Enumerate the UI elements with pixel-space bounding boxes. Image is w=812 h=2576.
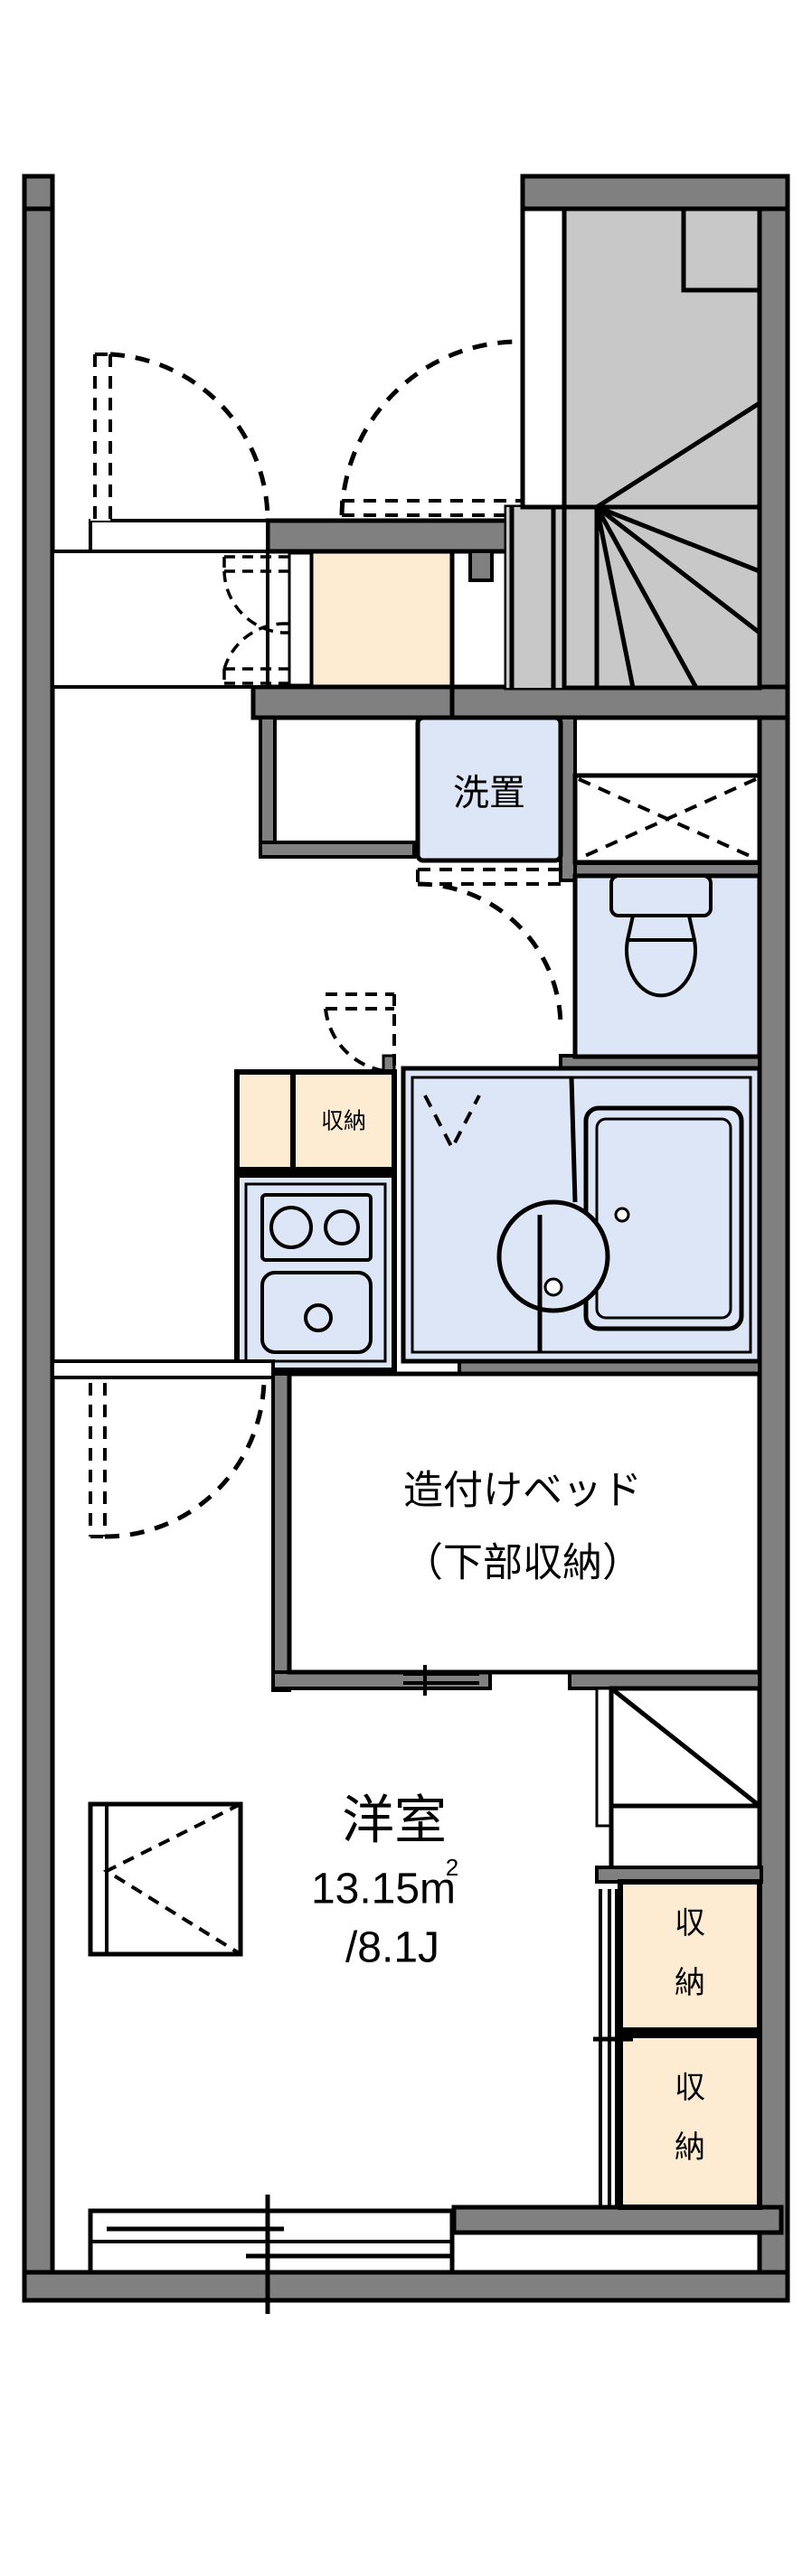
genkan-closet-handle xyxy=(282,622,289,635)
balcony-window-sashes xyxy=(107,2226,452,2259)
bedroom-door-swing-arc xyxy=(104,1377,267,1539)
washbasin-bowl xyxy=(496,1199,610,1313)
bed-threshold-mark xyxy=(403,1665,479,1696)
kitchen-storage-door-arc xyxy=(324,1008,395,1074)
laundry-group: 洗置 xyxy=(259,715,563,1028)
entry-threshold xyxy=(89,519,269,553)
washing-machine-pan xyxy=(415,715,563,863)
built-in-bed-label-line2: （下部収納） xyxy=(403,1541,642,1585)
vanity-divider-line xyxy=(537,1076,578,1352)
wall-entry-vertical-stub xyxy=(468,550,494,582)
bathtub-inner xyxy=(595,1117,732,1320)
main-room-group: 洋室 13.15m 2 /8.1J xyxy=(88,1686,762,2314)
closet-lower-label-2: 納 xyxy=(675,2130,705,2165)
genkan-closet-leaf-bottom xyxy=(222,667,289,685)
upper-alcove-diagonal xyxy=(609,1687,761,1808)
built-in-bed-area xyxy=(287,1371,762,1675)
shoe-cabinet-door-panel xyxy=(288,551,313,687)
stair-side-gap xyxy=(520,206,567,510)
wall-bed-bottom-right xyxy=(568,1670,761,1690)
staircase-group xyxy=(504,206,762,691)
stove-burner-right xyxy=(324,1209,360,1246)
main-room-area-superscript: 2 xyxy=(446,1854,458,1881)
closet-lower-label-1: 収 xyxy=(675,2071,705,2105)
stair-winder-treads xyxy=(594,504,761,690)
kitchen-storage-box xyxy=(290,1069,397,1172)
closet-group: 収 納 収 納 xyxy=(593,1879,762,2210)
shoe-cabinet-group xyxy=(222,549,455,690)
washbasin-drain xyxy=(543,1277,563,1297)
wall-right-exterior xyxy=(757,174,790,2303)
toilet-bowl xyxy=(625,914,697,998)
wall-under-stairs xyxy=(449,684,790,720)
laundry-door-leaf xyxy=(416,868,561,886)
main-entry-door-swing-arc xyxy=(339,339,520,516)
wall-group xyxy=(22,174,790,2303)
toilet-shelf-cross xyxy=(578,777,757,860)
closet-rail-crossmark xyxy=(593,1958,633,2042)
entry-door-swing-arc xyxy=(109,352,270,522)
closet-upper-label-2: 納 xyxy=(675,1966,705,2000)
wall-corridor-bottom xyxy=(259,841,416,859)
bathtub-drain xyxy=(614,1207,630,1223)
entry-door-leaf xyxy=(93,353,112,521)
entry-window-panel xyxy=(90,354,110,521)
main-room-area-jo: /8.1J xyxy=(345,1924,439,1972)
genkan-closet-leaf-top xyxy=(222,555,289,573)
bathroom-group xyxy=(401,1066,762,1364)
closet-lower-box xyxy=(618,2033,762,2210)
kitchen-sink-drain xyxy=(304,1303,333,1332)
stair-straight-treads xyxy=(509,507,600,688)
kitchen-storage-label: 収納 xyxy=(321,1109,366,1134)
kitchen-side-cabinet xyxy=(234,1069,296,1172)
bedroom-door-leaf xyxy=(89,1383,107,1538)
built-in-bed-group: 造付けベッド （下部収納） xyxy=(287,1371,762,1696)
closet-upper-label-1: 収 xyxy=(675,1906,705,1941)
laundry-label: 洗置 xyxy=(453,774,525,813)
wall-bottom-exterior xyxy=(22,2270,790,2303)
laundry-door-swing-arc xyxy=(417,881,563,1028)
west-window xyxy=(88,1801,243,1957)
wall-top-left-stub xyxy=(22,174,55,212)
toilet-tank xyxy=(609,874,713,917)
kitchen-group: 収納 xyxy=(234,992,397,1373)
closet-upper-box xyxy=(618,1879,762,2033)
shoe-cabinet-box xyxy=(308,549,455,690)
wall-top-right xyxy=(520,174,790,212)
genkan-closet-arc-bottom xyxy=(222,622,283,670)
wall-bedroom-bottom-right xyxy=(451,2205,784,2235)
kitchen-storage-door-leaf xyxy=(326,992,396,1072)
stove-burner-left xyxy=(269,1206,313,1249)
wall-bed-left xyxy=(271,1372,291,1692)
built-in-bed-label-line1: 造付けベッド xyxy=(403,1469,642,1513)
bedroom-door-opening xyxy=(51,1359,275,1379)
main-room-name: 洋室 xyxy=(342,1791,447,1849)
genkan-closet-arc-top xyxy=(222,570,283,635)
toilet-room-group xyxy=(572,773,762,1059)
stair-upper-diagonal xyxy=(595,400,761,510)
bath-door-fold xyxy=(423,1095,481,1152)
wall-left-exterior xyxy=(22,174,55,2303)
bedroom-door-group xyxy=(51,1359,275,1539)
wall-corridor-left xyxy=(259,716,277,857)
main-room-area-sqm: 13.15m xyxy=(311,1866,456,1913)
genkan-floor xyxy=(51,550,269,689)
stair-top-landing xyxy=(681,206,762,293)
closet-sliding-rails xyxy=(599,1889,618,2205)
